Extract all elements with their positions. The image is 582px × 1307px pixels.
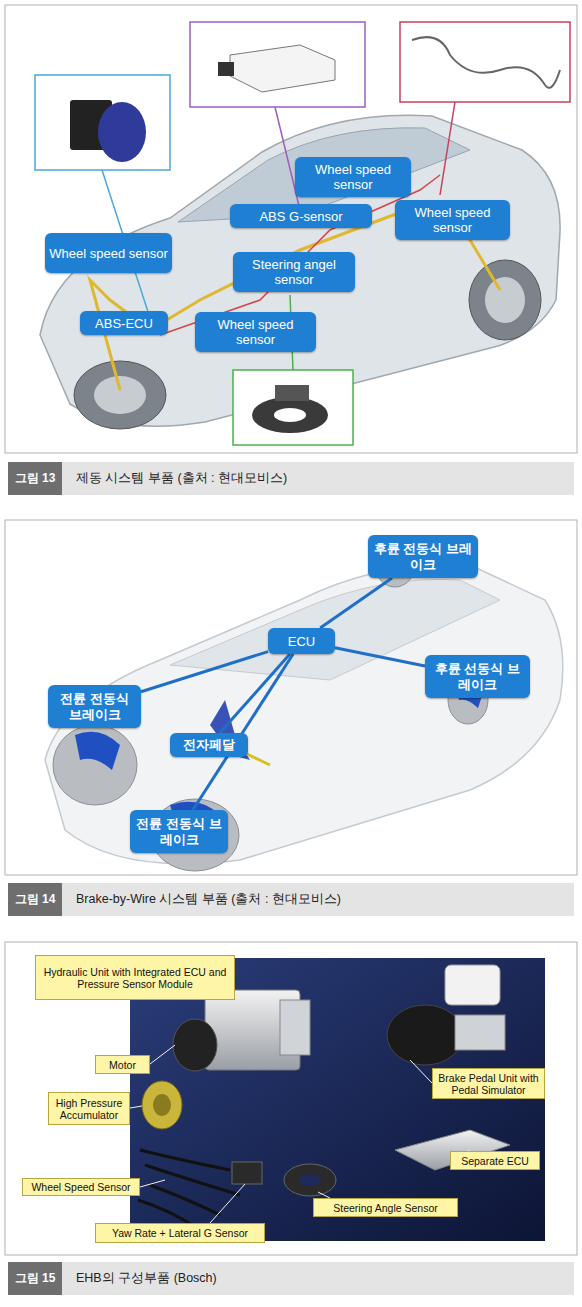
- control-wire: [335, 648, 425, 666]
- label-text: Wheel Speed Sensor: [31, 1181, 130, 1193]
- label-text: Separate ECU: [461, 1155, 529, 1167]
- part-callout: [35, 75, 170, 170]
- sensor-label: Wheel speed sensor: [295, 157, 411, 197]
- figure-number: 그림 14: [8, 883, 62, 916]
- label-text: ABS-ECU: [95, 316, 153, 331]
- label-text: 전륜 전동식 브레이크: [134, 816, 224, 848]
- ecu-label: ABS-ECU: [80, 311, 168, 335]
- control-wire: [320, 578, 392, 628]
- label-text: 전륜 전동식 브레이크: [52, 691, 137, 723]
- ecu-box: ECU: [268, 628, 335, 654]
- pedal-simulator: [455, 1015, 505, 1050]
- brake-disc: [53, 725, 137, 805]
- panel-frame: [5, 942, 577, 1255]
- sensor-wire: [160, 175, 440, 335]
- leader-line: [130, 1106, 142, 1108]
- leader-line: [150, 1045, 175, 1064]
- part-label: Yaw Rate + Lateral G Sensor: [95, 1223, 265, 1243]
- control-wire: [141, 652, 268, 692]
- part-callout: [233, 370, 353, 445]
- figure-number: 그림 13: [8, 462, 62, 495]
- wheel-hub: [94, 376, 146, 414]
- label-text: Steering angel sensor: [237, 257, 351, 287]
- abs-motor: [98, 102, 146, 162]
- steering-sensor: [284, 1164, 336, 1196]
- brake-label: 후륜 전동식 브레이크: [368, 535, 478, 578]
- sensor-label: Wheel speed sensor: [195, 312, 316, 352]
- car-body: [45, 564, 563, 863]
- figure-number: 그림 15: [8, 1262, 62, 1295]
- pedal-unit: [387, 1005, 463, 1065]
- label-text: ECU: [288, 634, 315, 649]
- brake-label: 후륜 선동식 브레이크: [425, 655, 530, 698]
- brake-line: [90, 280, 150, 390]
- label-text: ABS G-sensor: [259, 209, 342, 224]
- steering-sensor-hole: [299, 1174, 321, 1186]
- part-label: Separate ECU: [450, 1151, 540, 1170]
- leader-line: [410, 1060, 432, 1083]
- steering-sensor: [252, 397, 328, 433]
- caption-band: Brake-by-Wire 시스템 부품 (출처 : 현대모비스)그림 14: [8, 883, 574, 916]
- sensor-cable: [138, 1150, 240, 1230]
- motor: [173, 1019, 217, 1071]
- wheel: [469, 260, 541, 340]
- sensor-label: Wheel speed sensor: [395, 200, 510, 240]
- label-text: Brake Pedal Unit with Pedal Simulator: [436, 1072, 541, 1096]
- part-label: Wheel Speed Sensor: [22, 1178, 140, 1196]
- part-label: Steering Angle Sensor: [313, 1198, 458, 1217]
- label-text: Wheel speed sensor: [199, 317, 312, 347]
- label-text: Wheel speed sensor: [49, 246, 168, 261]
- part-callout: [190, 22, 365, 107]
- caliper: [75, 732, 120, 770]
- part-label: Hydraulic Unit with Integrated ECU and P…: [35, 955, 235, 1000]
- pedal-label: 전자페달: [170, 733, 248, 757]
- brake-label: 전륜 전동식 브레이크: [130, 810, 228, 853]
- part-label: Motor: [95, 1055, 150, 1074]
- sensor-label: Wheel speed sensor: [45, 233, 172, 273]
- label-text: Wheel speed sensor: [399, 205, 506, 235]
- reservoir: [445, 965, 500, 1005]
- label-text: 후륜 전동식 브레이크: [372, 541, 474, 573]
- steering-sensor-box: [275, 385, 309, 401]
- accumulator-core: [153, 1094, 171, 1116]
- photo-background: [130, 958, 545, 1241]
- label-text: Hydraulic Unit with Integrated ECU and P…: [39, 966, 231, 990]
- caption-band: EHB의 구성부품 (Bosch)그림 15: [8, 1262, 574, 1295]
- part-callout: [400, 22, 570, 102]
- g-sensor-plug: [218, 62, 234, 76]
- label-text: 그림 13: [15, 470, 56, 487]
- part-label: High Pressure Accumulator: [48, 1092, 130, 1125]
- panel-frame: [5, 5, 577, 453]
- label-text: 전자페달: [183, 737, 235, 753]
- wheel-hub: [485, 277, 525, 323]
- steering-sensor-hole: [274, 408, 306, 422]
- label-text: Steering Angle Sensor: [333, 1202, 438, 1214]
- leader-line: [440, 102, 455, 195]
- label-text: 그림 14: [15, 891, 56, 908]
- accumulator: [142, 1081, 182, 1129]
- wire-harness: [412, 37, 560, 88]
- label-text: Motor: [109, 1059, 136, 1071]
- sensor-label: ABS G-sensor: [230, 204, 372, 228]
- label-text: Wheel speed sensor: [299, 162, 407, 192]
- control-wire: [220, 654, 290, 733]
- yaw-sensor: [232, 1162, 262, 1184]
- sensor-label: Steering angel sensor: [233, 252, 355, 292]
- label-text: High Pressure Accumulator: [52, 1097, 126, 1121]
- leader-line: [140, 1180, 165, 1187]
- g-sensor: [230, 45, 335, 92]
- leader-line: [210, 1184, 245, 1223]
- pressure-module: [280, 1000, 310, 1055]
- part-label: Brake Pedal Unit with Pedal Simulator: [432, 1068, 545, 1099]
- caption-band: 제동 시스템 부품 (출처 : 현대모비스)그림 13: [8, 462, 574, 495]
- wheel: [74, 361, 166, 429]
- label-text: 후륜 선동식 브레이크: [429, 661, 526, 693]
- panel-frame: [5, 520, 577, 875]
- control-wire: [193, 654, 293, 810]
- label-text: Yaw Rate + Lateral G Sensor: [112, 1227, 248, 1239]
- label-text: 그림 15: [15, 1270, 56, 1287]
- brake-label: 전륜 전동식 브레이크: [48, 685, 141, 728]
